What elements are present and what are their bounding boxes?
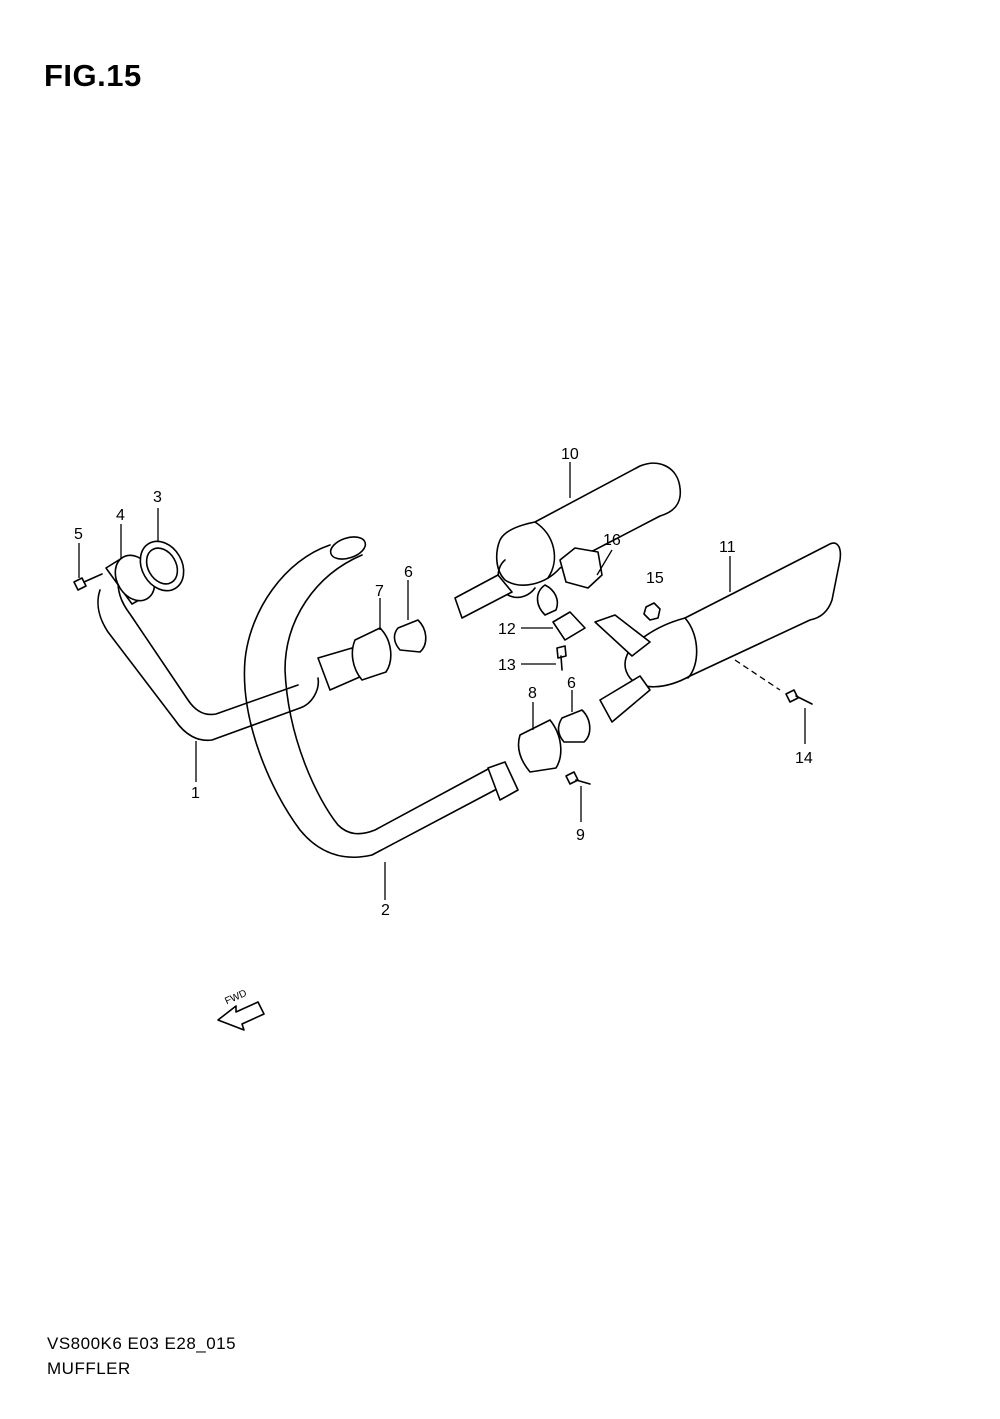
- callout-14: 14: [795, 750, 813, 767]
- part-bolt-13[interactable]: [556, 645, 567, 671]
- part-clamp-12[interactable]: [552, 611, 586, 641]
- callout-13: 13: [498, 657, 516, 674]
- part-exhaust-pipe-2[interactable]: [243, 533, 519, 858]
- callout-12: 12: [498, 621, 516, 638]
- callout-2: 2: [381, 902, 390, 919]
- part-bolt-9[interactable]: [565, 771, 591, 785]
- callout-11: 11: [719, 539, 736, 556]
- part-bolt-5[interactable]: [73, 573, 103, 591]
- callout-16: 16: [603, 532, 621, 549]
- part-nut-15[interactable]: [643, 602, 661, 621]
- leader-lines: [78, 462, 806, 900]
- callout-7: 7: [375, 583, 384, 600]
- part-clamp-8[interactable]: [517, 719, 562, 773]
- callout-6a: 6: [404, 564, 413, 581]
- part-connector-6b[interactable]: [557, 709, 591, 743]
- callout-1: 1: [191, 785, 200, 802]
- figure-name: MUFFLER: [47, 1359, 131, 1378]
- callout-5: 5: [74, 526, 83, 543]
- callout-3: 3: [153, 489, 162, 506]
- callout-9: 9: [576, 827, 585, 844]
- callout-numbers: 1 2 3 4 5 6 6 7 8 9 10 11 12 13 14 15 16: [74, 446, 813, 919]
- callout-8: 8: [528, 685, 537, 702]
- part-connector-6a[interactable]: [393, 619, 427, 653]
- part-clamp-7[interactable]: [351, 627, 392, 681]
- callout-4: 4: [116, 507, 125, 524]
- part-muffler-11[interactable]: [594, 542, 842, 723]
- part-bolt-14[interactable]: [785, 689, 813, 705]
- callout-15: 15: [646, 570, 664, 587]
- part-gasket-3[interactable]: [132, 533, 193, 598]
- callout-10: 10: [561, 446, 579, 463]
- part-exhaust-pipe-1[interactable]: [97, 581, 363, 742]
- forward-direction-arrow: FWD: [217, 988, 265, 1031]
- fwd-arrow-label: FWD: [223, 988, 248, 1007]
- callout-6b: 6: [567, 675, 576, 692]
- figure-code: VS800K6 E03 E28_015: [47, 1334, 237, 1353]
- figure-title: FIG.15: [44, 58, 142, 93]
- part-muffler-10[interactable]: [454, 462, 682, 619]
